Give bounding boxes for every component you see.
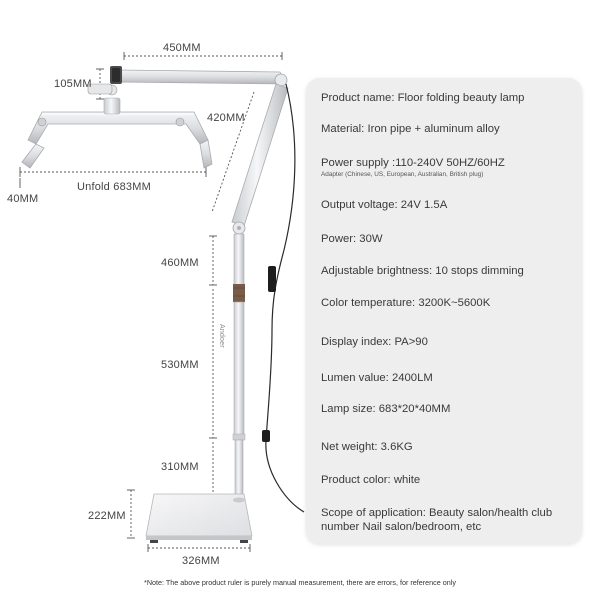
dim-pole-upper: 460MM: [161, 257, 199, 269]
dim-pole-middle: 530MM: [161, 359, 199, 371]
lamp-pole: [232, 233, 246, 501]
lamp-base: [145, 493, 253, 543]
spec-output-voltage: Output voltage: 24V 1.5A: [321, 199, 448, 211]
dim-base-height: 222MM: [88, 510, 126, 522]
dim-pole-lower: 310MM: [161, 461, 199, 473]
unfolded-lamp-head: [21, 83, 213, 169]
dim-arm-length: 420MM: [207, 112, 245, 124]
top-arm: [110, 66, 288, 87]
spec-scope: Scope of application: Beauty salon/healt…: [321, 507, 553, 533]
spec-power-supply: Power supply :110-240V 50HZ/60HZ: [321, 157, 505, 169]
dim-head-depth: 40MM: [7, 193, 39, 205]
spec-material: Material: Iron pipe + aluminum alloy: [321, 123, 500, 135]
dim-unfold-width: Unfold 683MM: [77, 181, 151, 193]
spec-product-color: Product color: white: [321, 474, 421, 486]
spec-net-weight: Net weight: 3.6KG: [321, 441, 413, 453]
power-cable: [262, 83, 305, 513]
brand-mark: Andoer: [218, 324, 225, 348]
spec-display-index: Display index: PA>90: [321, 336, 428, 348]
spec-power: Power: 30W: [321, 233, 383, 245]
spec-color-temperature: Color temperature: 3200K~5600K: [321, 297, 491, 309]
footer-note: *Note: The above product ruler is purely…: [144, 578, 456, 587]
spec-panel: Product name: Floor folding beauty lamp …: [306, 78, 582, 544]
diagonal-arm: [231, 83, 289, 235]
dim-base-width: 326MM: [182, 555, 220, 567]
spec-lamp-size: Lamp size: 683*20*40MM: [321, 403, 451, 415]
dim-head-height: 105MM: [54, 78, 92, 90]
spec-brightness: Adjustable brightness: 10 stops dimming: [321, 265, 524, 277]
spec-lumen: Lumen value: 2400LM: [321, 372, 433, 384]
spec-adapter-note: Adapter (Chinese, US, European, Australi…: [321, 171, 484, 178]
spec-product-name: Product name: Floor folding beauty lamp: [321, 92, 525, 104]
dim-top-width: 450MM: [163, 42, 201, 54]
